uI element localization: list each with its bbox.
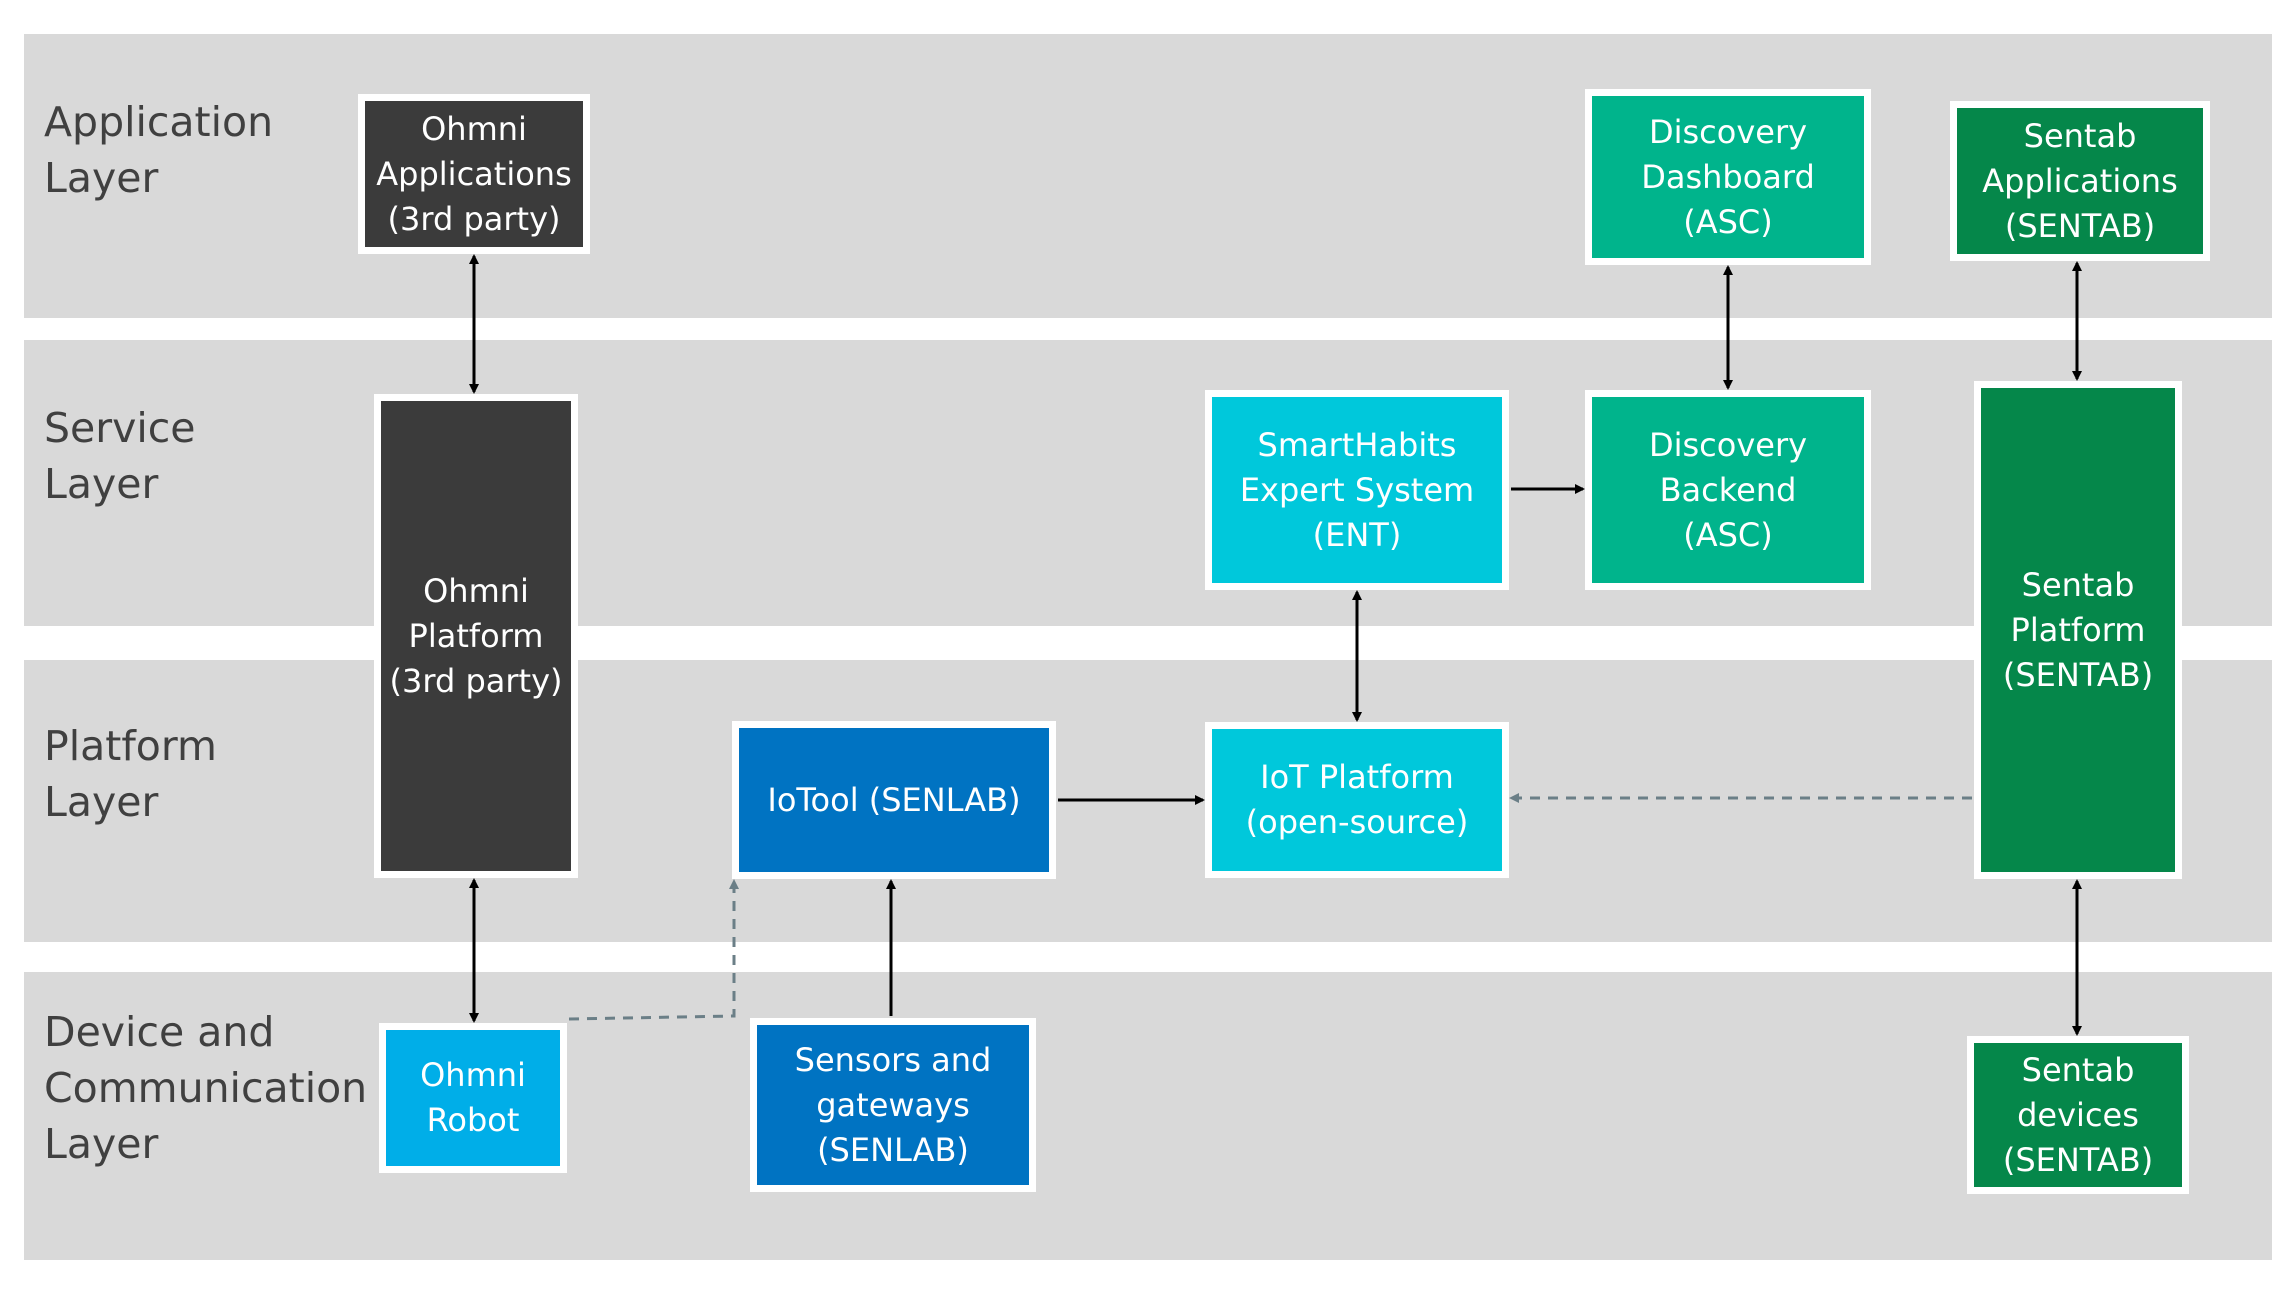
ohmni-platform-box: Ohmni Platform (3rd party) <box>374 394 578 878</box>
discovery-dashboard-box: Discovery Dashboard (ASC) <box>1585 89 1871 265</box>
ohmni-robot-box: Ohmni Robot <box>379 1023 567 1173</box>
service-layer-band <box>24 340 2272 626</box>
sentab-devices-box: Sentab devices (SENTAB) <box>1967 1036 2189 1194</box>
platform-layer-band <box>24 660 2272 942</box>
ohmni-applications-box: Ohmni Applications (3rd party) <box>358 94 590 254</box>
smarthabits-box: SmartHabits Expert System (ENT) <box>1205 390 1509 590</box>
iot-platform-box: IoT Platform (open-source) <box>1205 722 1509 878</box>
iotool-box: IoTool (SENLAB) <box>732 721 1056 879</box>
device-layer-label: Device and Communication Layer <box>44 1008 368 1168</box>
discovery-backend-box: Discovery Backend (ASC) <box>1585 390 1871 590</box>
platform-layer-label: Platform Layer <box>44 722 217 826</box>
sensors-gateways-box: Sensors and gateways (SENLAB) <box>750 1018 1036 1192</box>
service-layer-label: Service Layer <box>44 404 196 508</box>
sentab-applications-box: Sentab Applications (SENTAB) <box>1950 101 2210 261</box>
application-layer-label: Application Layer <box>44 98 274 202</box>
sentab-platform-box: Sentab Platform (SENTAB) <box>1974 381 2182 879</box>
